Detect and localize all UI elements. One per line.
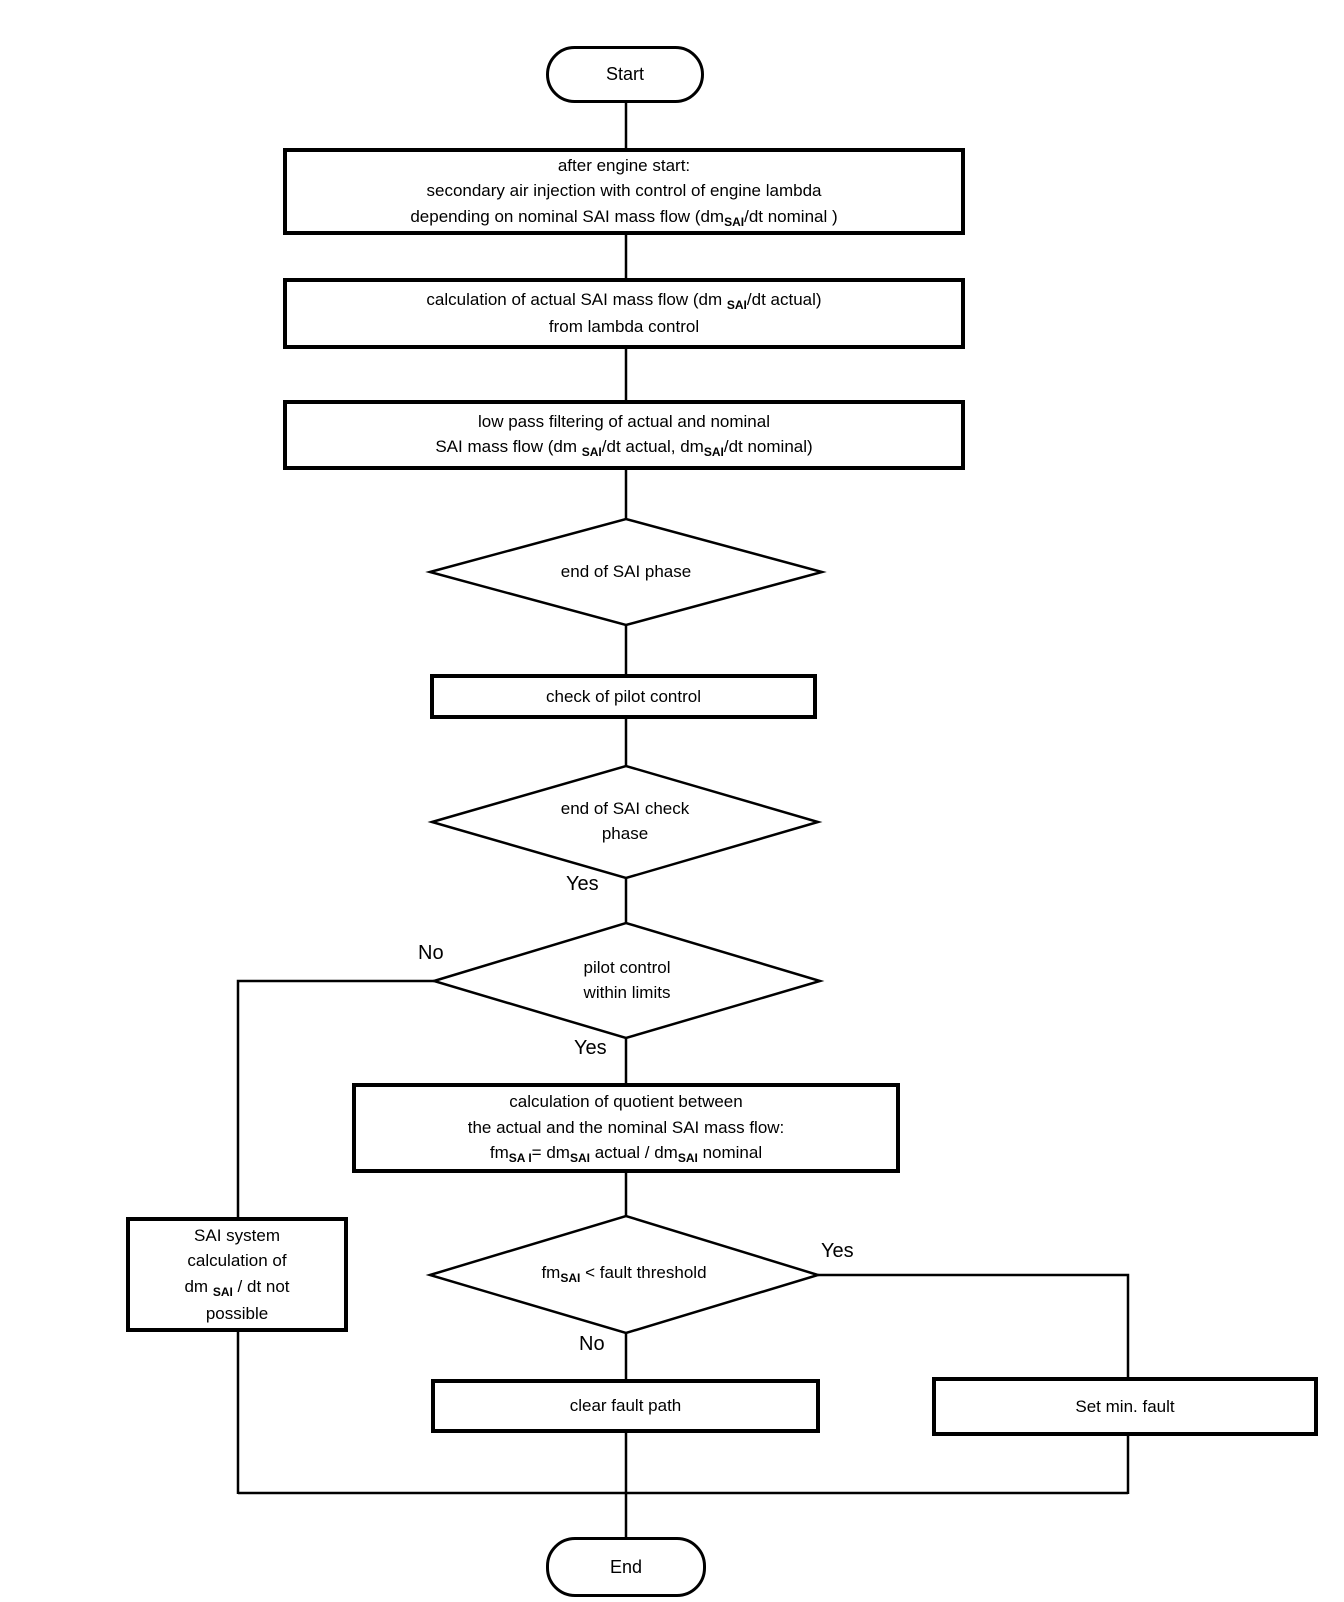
subscript-sai: SAI bbox=[560, 1271, 581, 1286]
process-clear-fault-path: clear fault path bbox=[431, 1379, 820, 1433]
diamond-end-sai-phase-shape bbox=[425, 517, 827, 627]
diamond-label: fmSAI < fault threshold bbox=[541, 1263, 707, 1286]
process-calc-actual-flow: calculation of actual SAI mass flow (dm … bbox=[283, 278, 965, 349]
process-line: SAI system bbox=[194, 1225, 280, 1245]
subscript-sai: SAI bbox=[569, 1151, 590, 1165]
process-line: the actual and the nominal SAI mass flow… bbox=[467, 1117, 785, 1137]
diamond-label: end of SAI check bbox=[560, 799, 690, 819]
end-node: End bbox=[546, 1537, 706, 1597]
diamond-end-sai-check-shape bbox=[427, 764, 823, 880]
edge-label-yes-fault: Yes bbox=[821, 1240, 854, 1262]
process-line: calculation of actual SAI mass flow (dm … bbox=[426, 290, 822, 313]
process-line: secondary air injection with control of … bbox=[426, 181, 822, 200]
process-line: calculation of quotient between bbox=[509, 1092, 743, 1111]
start-node: Start bbox=[546, 46, 704, 103]
diamond-label: phase bbox=[601, 824, 649, 843]
process-line: possible bbox=[205, 1303, 269, 1323]
subscript-sai: SAI bbox=[677, 1151, 698, 1165]
diamond-label: pilot control bbox=[583, 957, 671, 977]
diamond-pilot-limits-shape bbox=[429, 921, 825, 1040]
diamond-fault-threshold: fmSAI < fault threshold bbox=[430, 1216, 818, 1333]
process-set-min-fault: Set min. fault bbox=[932, 1377, 1318, 1436]
subscript-sai: SAI bbox=[726, 298, 747, 313]
process-after-engine-start: after engine start: secondary air inject… bbox=[283, 148, 965, 235]
diamond-fault-threshold-shape bbox=[425, 1214, 823, 1335]
process-line: fmSA I= dmSAI actual / dmSAI nominal bbox=[489, 1143, 763, 1165]
subscript-sai: SAI bbox=[724, 214, 745, 229]
process-line: depending on nominal SAI mass flow (dmSA… bbox=[410, 206, 838, 229]
end-label: End bbox=[609, 1556, 643, 1577]
process-line: clear fault path bbox=[569, 1396, 682, 1416]
process-line: after engine start: bbox=[557, 155, 691, 175]
edge-label-yes-pilot: Yes bbox=[574, 1037, 607, 1059]
subscript-sai: SAI bbox=[703, 445, 724, 460]
subscript-sai: SAI bbox=[212, 1284, 233, 1299]
process-quotient-calc: calculation of quotient between the actu… bbox=[352, 1083, 900, 1173]
edge-label-yes-end-check: Yes bbox=[566, 873, 599, 895]
process-line: low pass filtering of actual and nominal bbox=[478, 411, 770, 431]
diamond-label: end of SAI phase bbox=[560, 561, 692, 581]
diamond-end-sai-phase: end of SAI phase bbox=[430, 519, 822, 625]
process-line: dm SAI / dt not bbox=[184, 1276, 290, 1299]
start-label: Start bbox=[605, 64, 644, 84]
diamond-pilot-within-limits: pilot control within limits bbox=[434, 923, 820, 1038]
edge-label-no-fault: No bbox=[579, 1333, 605, 1355]
process-line: calculation of bbox=[187, 1251, 287, 1271]
process-line: Set min. fault bbox=[1075, 1396, 1175, 1416]
diamond-end-sai-check-phase: end of SAI check phase bbox=[432, 766, 818, 878]
process-lowpass-filter: low pass filtering of actual and nominal… bbox=[283, 400, 965, 470]
connector-fault-yes-branch bbox=[818, 1273, 1130, 1379]
process-line: SAI mass flow (dm SAI/dt actual, dmSAI/d… bbox=[435, 437, 813, 460]
process-line: check of pilot control bbox=[546, 686, 701, 706]
subscript-sai: SA I bbox=[508, 1151, 532, 1165]
process-check-pilot-control: check of pilot control bbox=[430, 674, 817, 719]
connector-pilot-no-branch bbox=[236, 979, 434, 1219]
edge-label-no-pilot: No bbox=[418, 942, 444, 964]
process-sai-calc-not-possible: SAI system calculation of dm SAI / dt no… bbox=[126, 1217, 348, 1332]
subscript-sai: SAI bbox=[581, 445, 602, 460]
diamond-label: within limits bbox=[583, 982, 671, 1002]
process-line: from lambda control bbox=[548, 317, 700, 337]
